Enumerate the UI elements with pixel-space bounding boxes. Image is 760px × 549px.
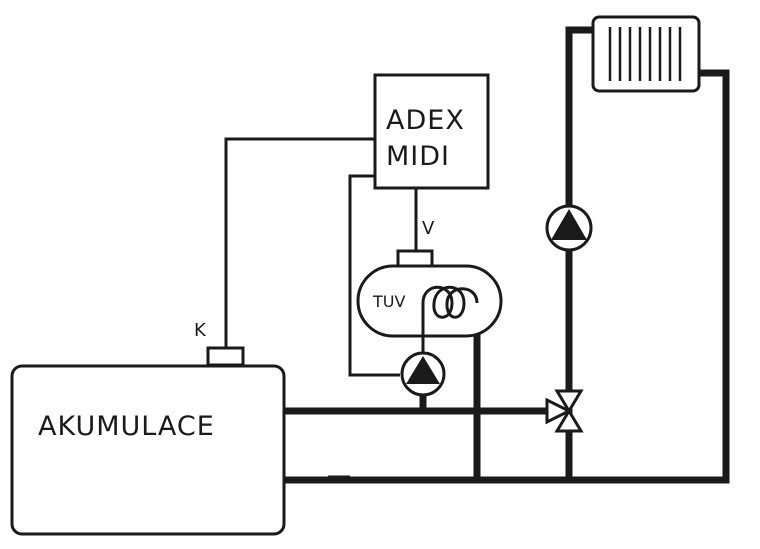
controller-line2: MIDI [386,141,450,172]
controller-box: ADEX MIDI [373,73,490,190]
sensor-k-block [206,346,245,367]
tuv-tank: TUV [356,264,503,355]
wire-tuv-pump [348,174,400,377]
pump-icon [545,204,593,252]
pipe-return [284,69,730,484]
radiator-icon [591,15,701,93]
heating-coil-icon [421,285,479,355]
accumulator-label: AKUMULACE [38,411,215,442]
pipe-heating-riser [565,26,595,480]
pipes [284,26,730,484]
sensor-v-label: V [422,218,435,239]
control-wires [224,137,418,377]
accumulator-tank: AKUMULACE [10,364,286,536]
wire-sensor-k [224,137,375,350]
pump-icon [400,351,446,397]
sensor-k-label: K [194,320,207,341]
tuv-label: TUV [372,292,405,311]
three-way-valve-icon [545,389,584,433]
controller-line1: ADEX [386,105,465,136]
